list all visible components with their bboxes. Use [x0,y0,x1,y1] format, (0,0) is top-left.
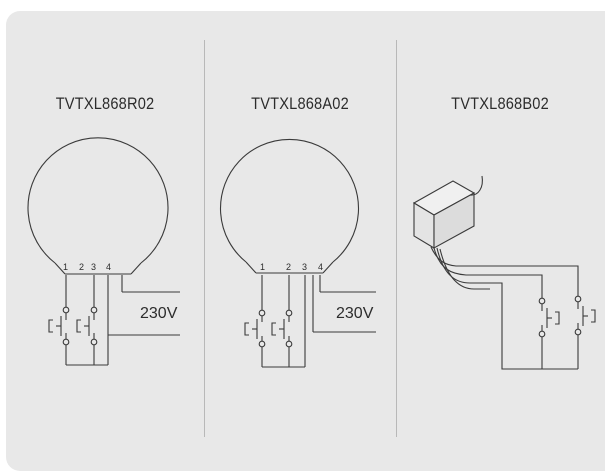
terminal-label: 2 [79,262,84,272]
switch-contact [62,306,70,314]
wiring-diagram-b02 [412,175,596,370]
wiring-diagram-r02: 1 2 3 4 230V [27,137,180,366]
wiring-diagram-a02: 1 2 3 4 230V [219,138,376,368]
terminal-label: 1 [260,262,265,272]
diagram-panel [6,11,605,471]
terminal-label: 2 [286,262,291,272]
module-base-line [54,262,66,275]
voltage-label: 230V [140,305,178,322]
switch-lever [244,322,249,336]
switch-contact [258,340,266,348]
divider-right [396,40,397,437]
switch-contact [538,297,546,305]
switch-lever [591,309,596,323]
switch-lever [76,319,81,333]
switch-contact [90,306,98,314]
terminal-label: 3 [91,262,96,272]
switch-lever [555,311,560,325]
switch-contact [90,338,98,346]
lead-wire [433,247,543,298]
model-title-r02: TVTXL868R02 [55,94,155,113]
model-title-b02: TVTXL868B02 [451,94,549,113]
module-base-line [245,261,257,274]
switch-contact [574,295,582,303]
wiring-diagrams: 1 2 3 4 230V 1 [27,137,596,370]
switch-contact [285,309,293,317]
receiver-module-outline [219,138,360,263]
antenna-wire [469,175,483,196]
receiver-module-outline [27,137,169,264]
lead-wire [439,248,490,290]
switch-contact [285,340,293,348]
switch-contact [258,309,266,317]
transmitter-box-side [433,192,475,249]
model-title-a02: TVTXL868A02 [251,94,349,113]
module-base-line [130,262,142,275]
switch-contact [62,338,70,346]
lead-wire [436,247,578,370]
voltage-label: 230V [336,305,374,322]
terminal-label: 1 [63,262,68,272]
terminal-label: 4 [318,262,323,272]
lead-wire [430,246,579,296]
switch-lever [48,319,53,333]
terminal-label: 3 [302,262,307,272]
switch-lever [271,322,276,336]
terminal-label: 4 [106,262,111,272]
divider-left [204,40,205,437]
switch-contact [538,330,546,338]
module-base-line [322,261,334,274]
switch-contact [574,328,582,336]
